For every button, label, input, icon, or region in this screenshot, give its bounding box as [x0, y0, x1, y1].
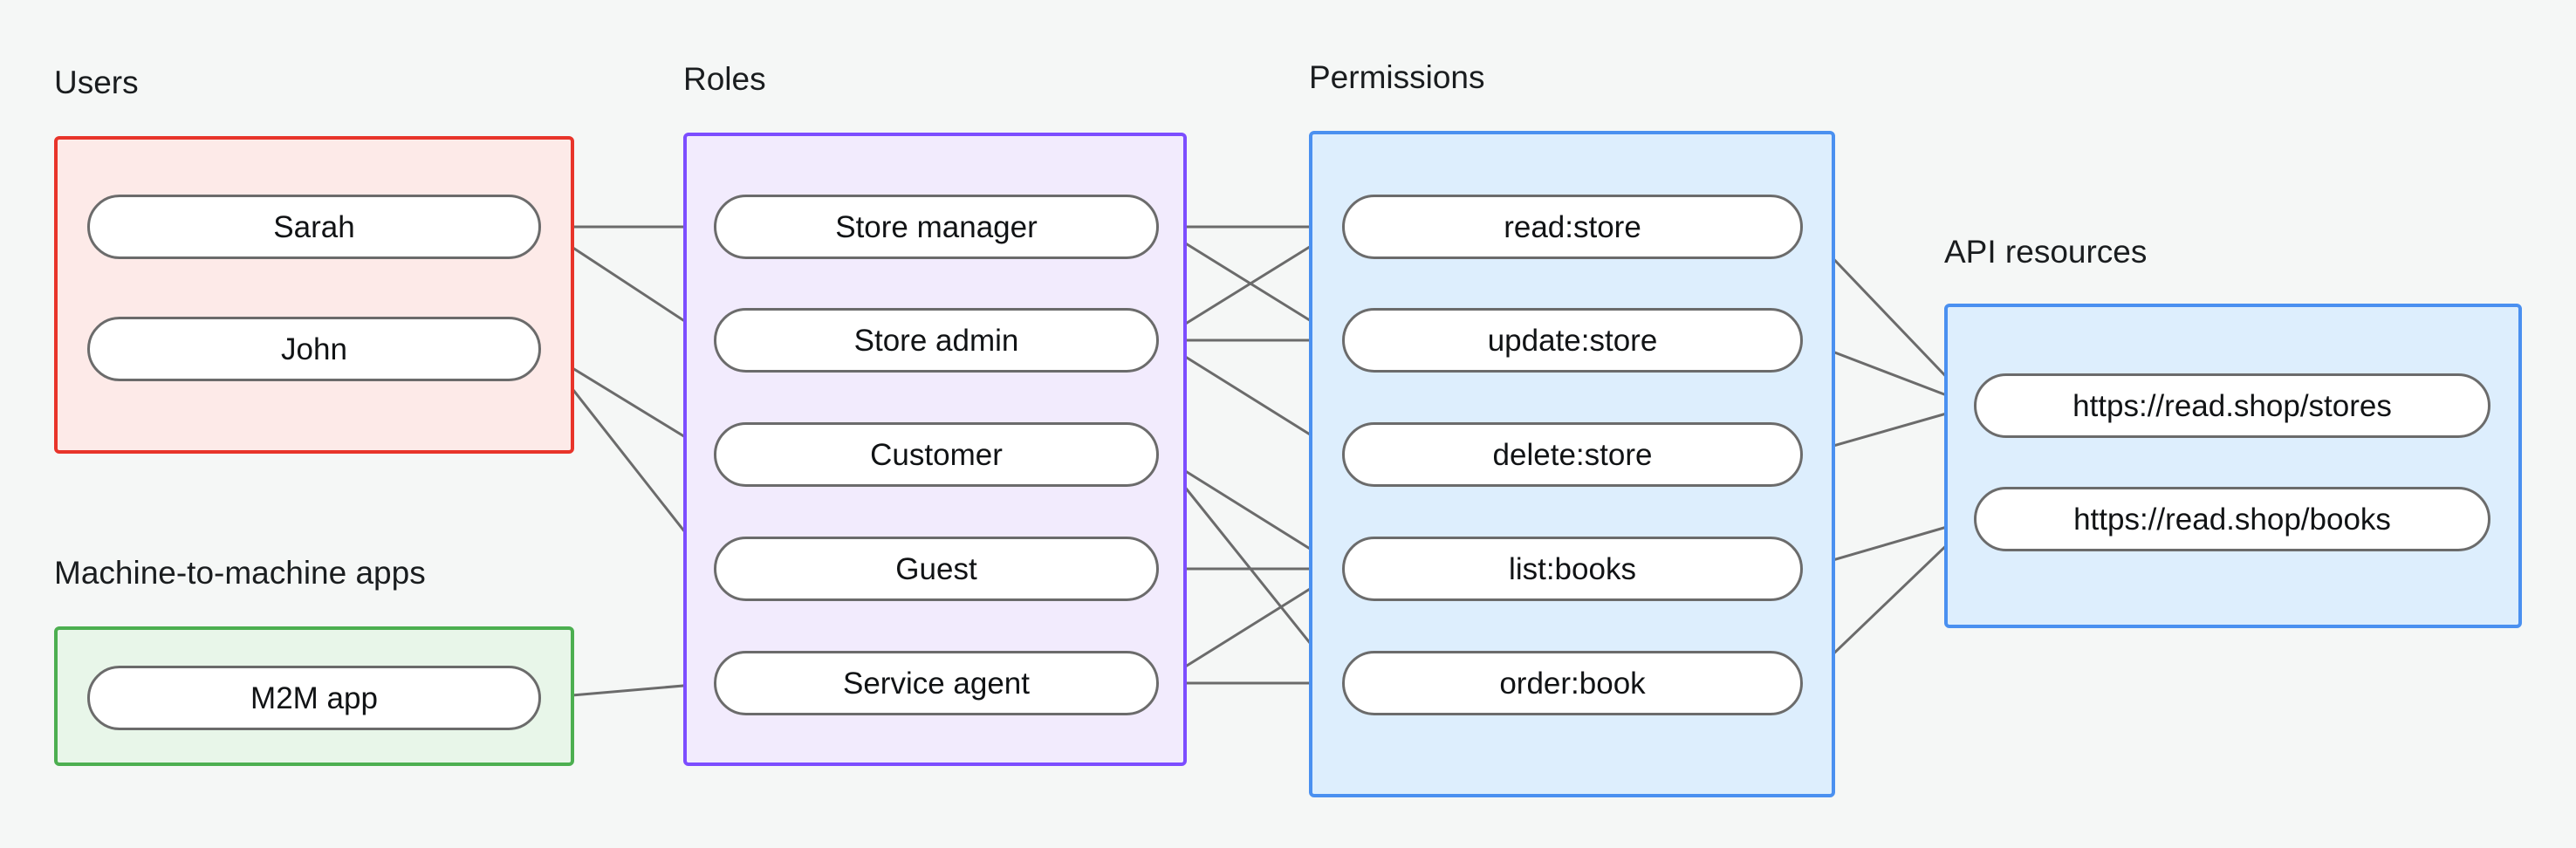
node-list-books[interactable]: list:books	[1342, 537, 1803, 601]
node-update-store[interactable]: update:store	[1342, 308, 1803, 373]
node-m2m-app[interactable]: M2M app	[87, 666, 541, 730]
node-store-admin[interactable]: Store admin	[714, 308, 1159, 373]
node-guest[interactable]: Guest	[714, 537, 1159, 601]
group-label-roles: Roles	[683, 61, 766, 97]
node-customer[interactable]: Customer	[714, 422, 1159, 487]
node-john[interactable]: John	[87, 317, 541, 381]
group-box-api-resources	[1944, 304, 2522, 628]
node-res-stores[interactable]: https://read.shop/stores	[1974, 373, 2490, 438]
node-order-book[interactable]: order:book	[1342, 651, 1803, 715]
group-box-users	[54, 136, 574, 454]
group-label-users: Users	[54, 65, 139, 100]
node-delete-store[interactable]: delete:store	[1342, 422, 1803, 487]
group-label-permissions: Permissions	[1309, 59, 1485, 95]
node-res-books[interactable]: https://read.shop/books	[1974, 487, 2490, 551]
node-store-manager[interactable]: Store manager	[714, 195, 1159, 259]
node-read-store[interactable]: read:store	[1342, 195, 1803, 259]
node-sarah[interactable]: Sarah	[87, 195, 541, 259]
node-service-agent[interactable]: Service agent	[714, 651, 1159, 715]
group-label-m2m: Machine-to-machine apps	[54, 555, 426, 591]
group-label-api-resources: API resources	[1944, 234, 2148, 270]
